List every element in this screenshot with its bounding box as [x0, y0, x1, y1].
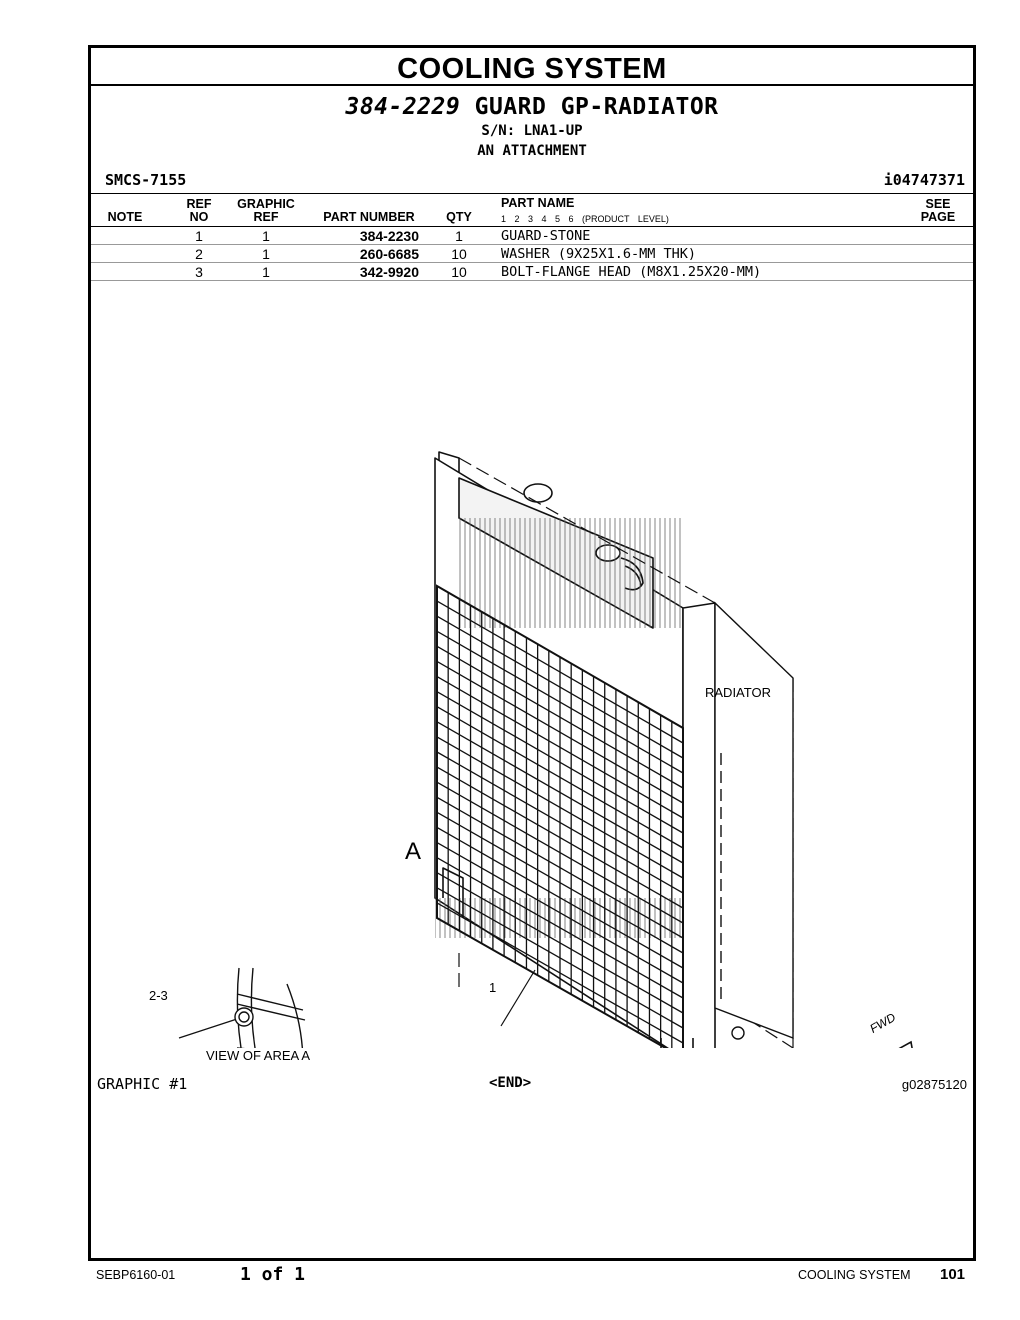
row3-part-number[interactable]: 342-9920 [359, 264, 419, 280]
section-title: COOLING SYSTEM [397, 53, 667, 85]
row1-name: GUARD-STONE [501, 228, 591, 244]
table-top-rule [91, 193, 973, 194]
row1-graphic: 1 [262, 228, 270, 244]
row2-name: WASHER (9X25X1.6-MM THK) [501, 246, 697, 262]
attachment-type: AN ATTACHMENT [477, 143, 587, 159]
label-area-a: A [405, 838, 422, 865]
page-frame: COOLING SYSTEM 384-2229 GUARD GP-RADIATO… [88, 45, 976, 1261]
col-ref-bottom: NO [189, 210, 209, 224]
row2-ref: 2 [195, 246, 203, 262]
end-marker: <END> [489, 1075, 532, 1091]
section-title-bar: COOLING SYSTEM [91, 48, 973, 86]
footer-section: COOLING SYSTEM [798, 1268, 911, 1282]
document-id: i04747371 [883, 171, 965, 189]
row3-qty: 10 [451, 264, 467, 280]
col-see-bottom: PAGE [920, 210, 956, 224]
label-radiator: RADIATOR [705, 685, 771, 700]
footer-page-number: 101 [940, 1266, 966, 1283]
row-divider [91, 244, 973, 245]
row3-graphic: 1 [262, 264, 270, 280]
footer-doc-number: SEBP6160-01 [96, 1268, 176, 1282]
smcs-code: SMCS-7155 [105, 171, 187, 189]
row3-ref: 3 [195, 264, 203, 280]
graphic-id: g02875120 [901, 1077, 967, 1092]
row1-part-number[interactable]: 384-2230 [359, 228, 419, 244]
col-ref-top: REF [186, 197, 212, 211]
col-part-number: PART NUMBER [323, 210, 415, 224]
col-note: NOTE [107, 210, 143, 224]
row1-ref: 1 [195, 228, 203, 244]
group-heading: 384-2229 GUARD GP-RADIATOR [91, 94, 973, 120]
col-product-level: 1 2 3 4 5 6 (PRODUCT LEVEL) [501, 214, 669, 224]
col-qty: QTY [446, 210, 472, 224]
footer-page-of: 1 of 1 [240, 1264, 306, 1285]
graphic-label: GRAPHIC #1 [97, 1075, 188, 1093]
row-divider [91, 280, 973, 281]
row2-graphic: 1 [262, 246, 270, 262]
view-caption: VIEW OF AREA A [206, 1048, 311, 1063]
row-divider [91, 262, 973, 263]
col-see-top: SEE [925, 197, 951, 211]
col-graphic-top: GRAPHIC [237, 197, 295, 211]
col-graphic-bottom: REF [253, 210, 279, 224]
serial-range: S/N: LNA1-UP [481, 123, 583, 139]
row1-qty: 1 [455, 228, 463, 244]
radiator-illustration [178, 451, 913, 1048]
row3-name: BOLT-FLANGE HEAD (M8X1.25X20-MM) [501, 264, 762, 280]
row2-qty: 10 [451, 246, 467, 262]
callout-1: 1 [489, 980, 497, 995]
row2-part-number[interactable]: 260-6685 [359, 246, 419, 262]
callout-2-3: 2-3 [149, 988, 168, 1003]
group-name: GUARD GP-RADIATOR [474, 94, 719, 120]
group-part-number: 384-2229 [345, 94, 461, 120]
col-part-name: PART NAME [501, 196, 575, 210]
header-rule [91, 226, 973, 227]
